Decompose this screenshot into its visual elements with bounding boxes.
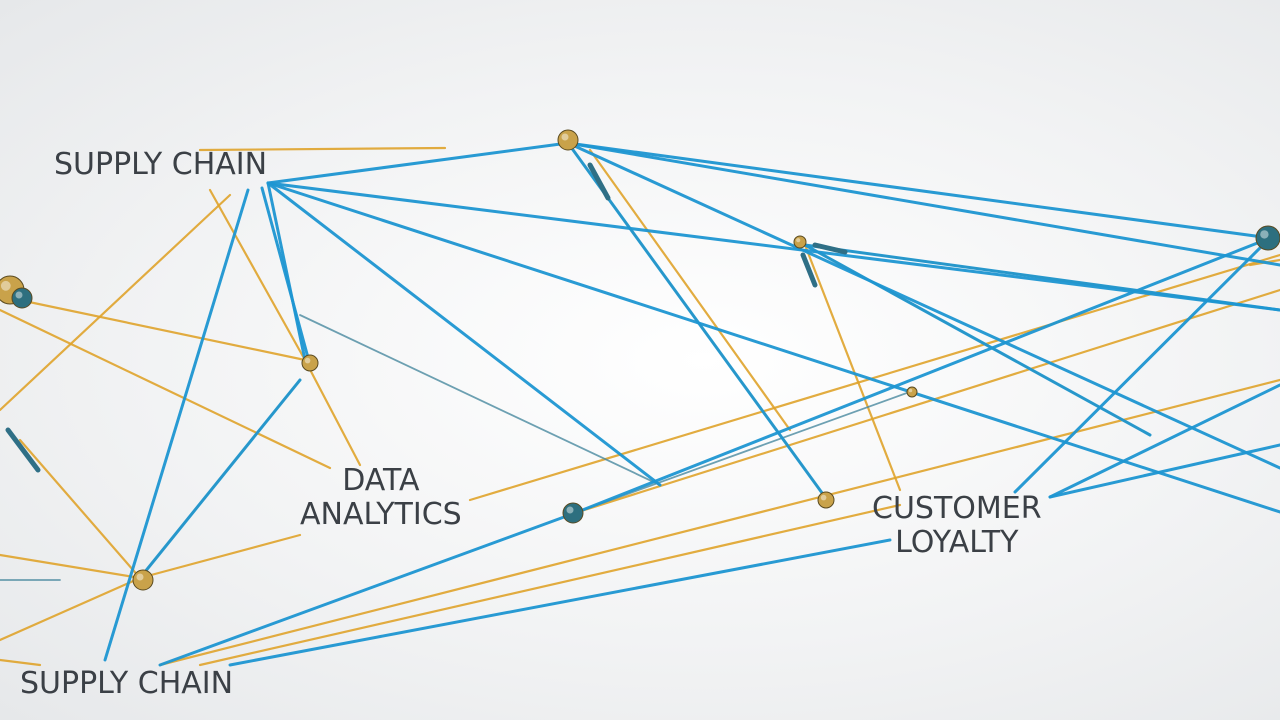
gold-link: [0, 576, 142, 642]
gold-node: [301, 354, 319, 372]
gold-node: [557, 129, 579, 151]
blue-link: [138, 378, 302, 580]
gold-link: [208, 188, 307, 362]
gold-link: [803, 243, 902, 492]
blue-link: [1048, 443, 1280, 499]
supply-chain-label-bottom: SUPPLY CHAIN: [20, 666, 234, 701]
node-highlight: [820, 494, 827, 501]
customer-loyalty-line-2: LOYALTY: [895, 525, 1019, 560]
node-highlight: [561, 133, 569, 141]
data-analytics-line-2: ANALYTICS: [300, 497, 462, 532]
blue-link: [266, 141, 570, 185]
gold-link: [0, 553, 142, 580]
gold-node: [906, 386, 918, 398]
node-highlight: [136, 573, 144, 581]
gold-link: [198, 146, 447, 152]
gold-node: [793, 235, 807, 249]
blue-links: [103, 141, 1280, 667]
data-analytics-label: DATA ANALYTICS: [300, 464, 462, 532]
gray-link: [574, 389, 916, 514]
gold-link: [198, 503, 902, 667]
node-highlight: [1260, 230, 1269, 239]
customer-loyalty-line-1: CUSTOMER: [872, 491, 1042, 526]
node-highlight: [15, 291, 23, 299]
gold-link: [0, 308, 332, 470]
network-nodes: [0, 129, 1280, 591]
gold-link: [158, 378, 1280, 667]
gold-link: [18, 438, 142, 580]
connector-clip: [800, 252, 818, 288]
blue-link: [1013, 236, 1272, 494]
blue-link: [158, 511, 577, 667]
gold-link: [0, 658, 42, 667]
blue-link: [260, 186, 312, 367]
connector-clip: [5, 427, 41, 473]
blue-link: [1048, 383, 1280, 499]
blue-link: [566, 141, 827, 499]
node-highlight: [304, 357, 311, 364]
blue-link: [803, 243, 1280, 312]
blue-link: [228, 538, 892, 667]
node-highlight: [796, 238, 801, 243]
blue-link: [266, 181, 1280, 312]
gold-node: [817, 491, 835, 509]
gold-link: [303, 358, 362, 467]
teal-node: [1255, 225, 1280, 251]
data-analytics-line-1: DATA: [342, 463, 420, 498]
blue-link: [566, 141, 1280, 470]
gold-link: [588, 148, 792, 432]
gold-link: [573, 288, 1280, 515]
gold-link: [138, 533, 302, 580]
gold-node: [132, 569, 154, 591]
blue-link: [266, 181, 1280, 514]
gold-link: [8, 296, 307, 362]
node-highlight: [908, 388, 913, 393]
blue-link: [266, 181, 662, 487]
teal-node: [562, 502, 584, 524]
blue-link: [266, 181, 307, 362]
connector-clip: [812, 242, 848, 255]
blue-link: [573, 236, 1272, 515]
blue-link: [103, 188, 250, 662]
connector-clip: [587, 162, 611, 201]
node-highlight: [0, 280, 11, 291]
node-highlight: [566, 506, 574, 514]
blue-link: [803, 243, 1152, 437]
supply-chain-label-top: SUPPLY CHAIN: [54, 147, 268, 182]
blue-link: [566, 141, 1280, 267]
gold-link: [468, 253, 1280, 502]
gray-link: [299, 314, 661, 486]
customer-loyalty-label: CUSTOMER LOYALTY: [872, 492, 1042, 560]
blue-link: [566, 141, 1272, 240]
teal-node: [11, 287, 33, 309]
gold-link: [0, 193, 232, 412]
